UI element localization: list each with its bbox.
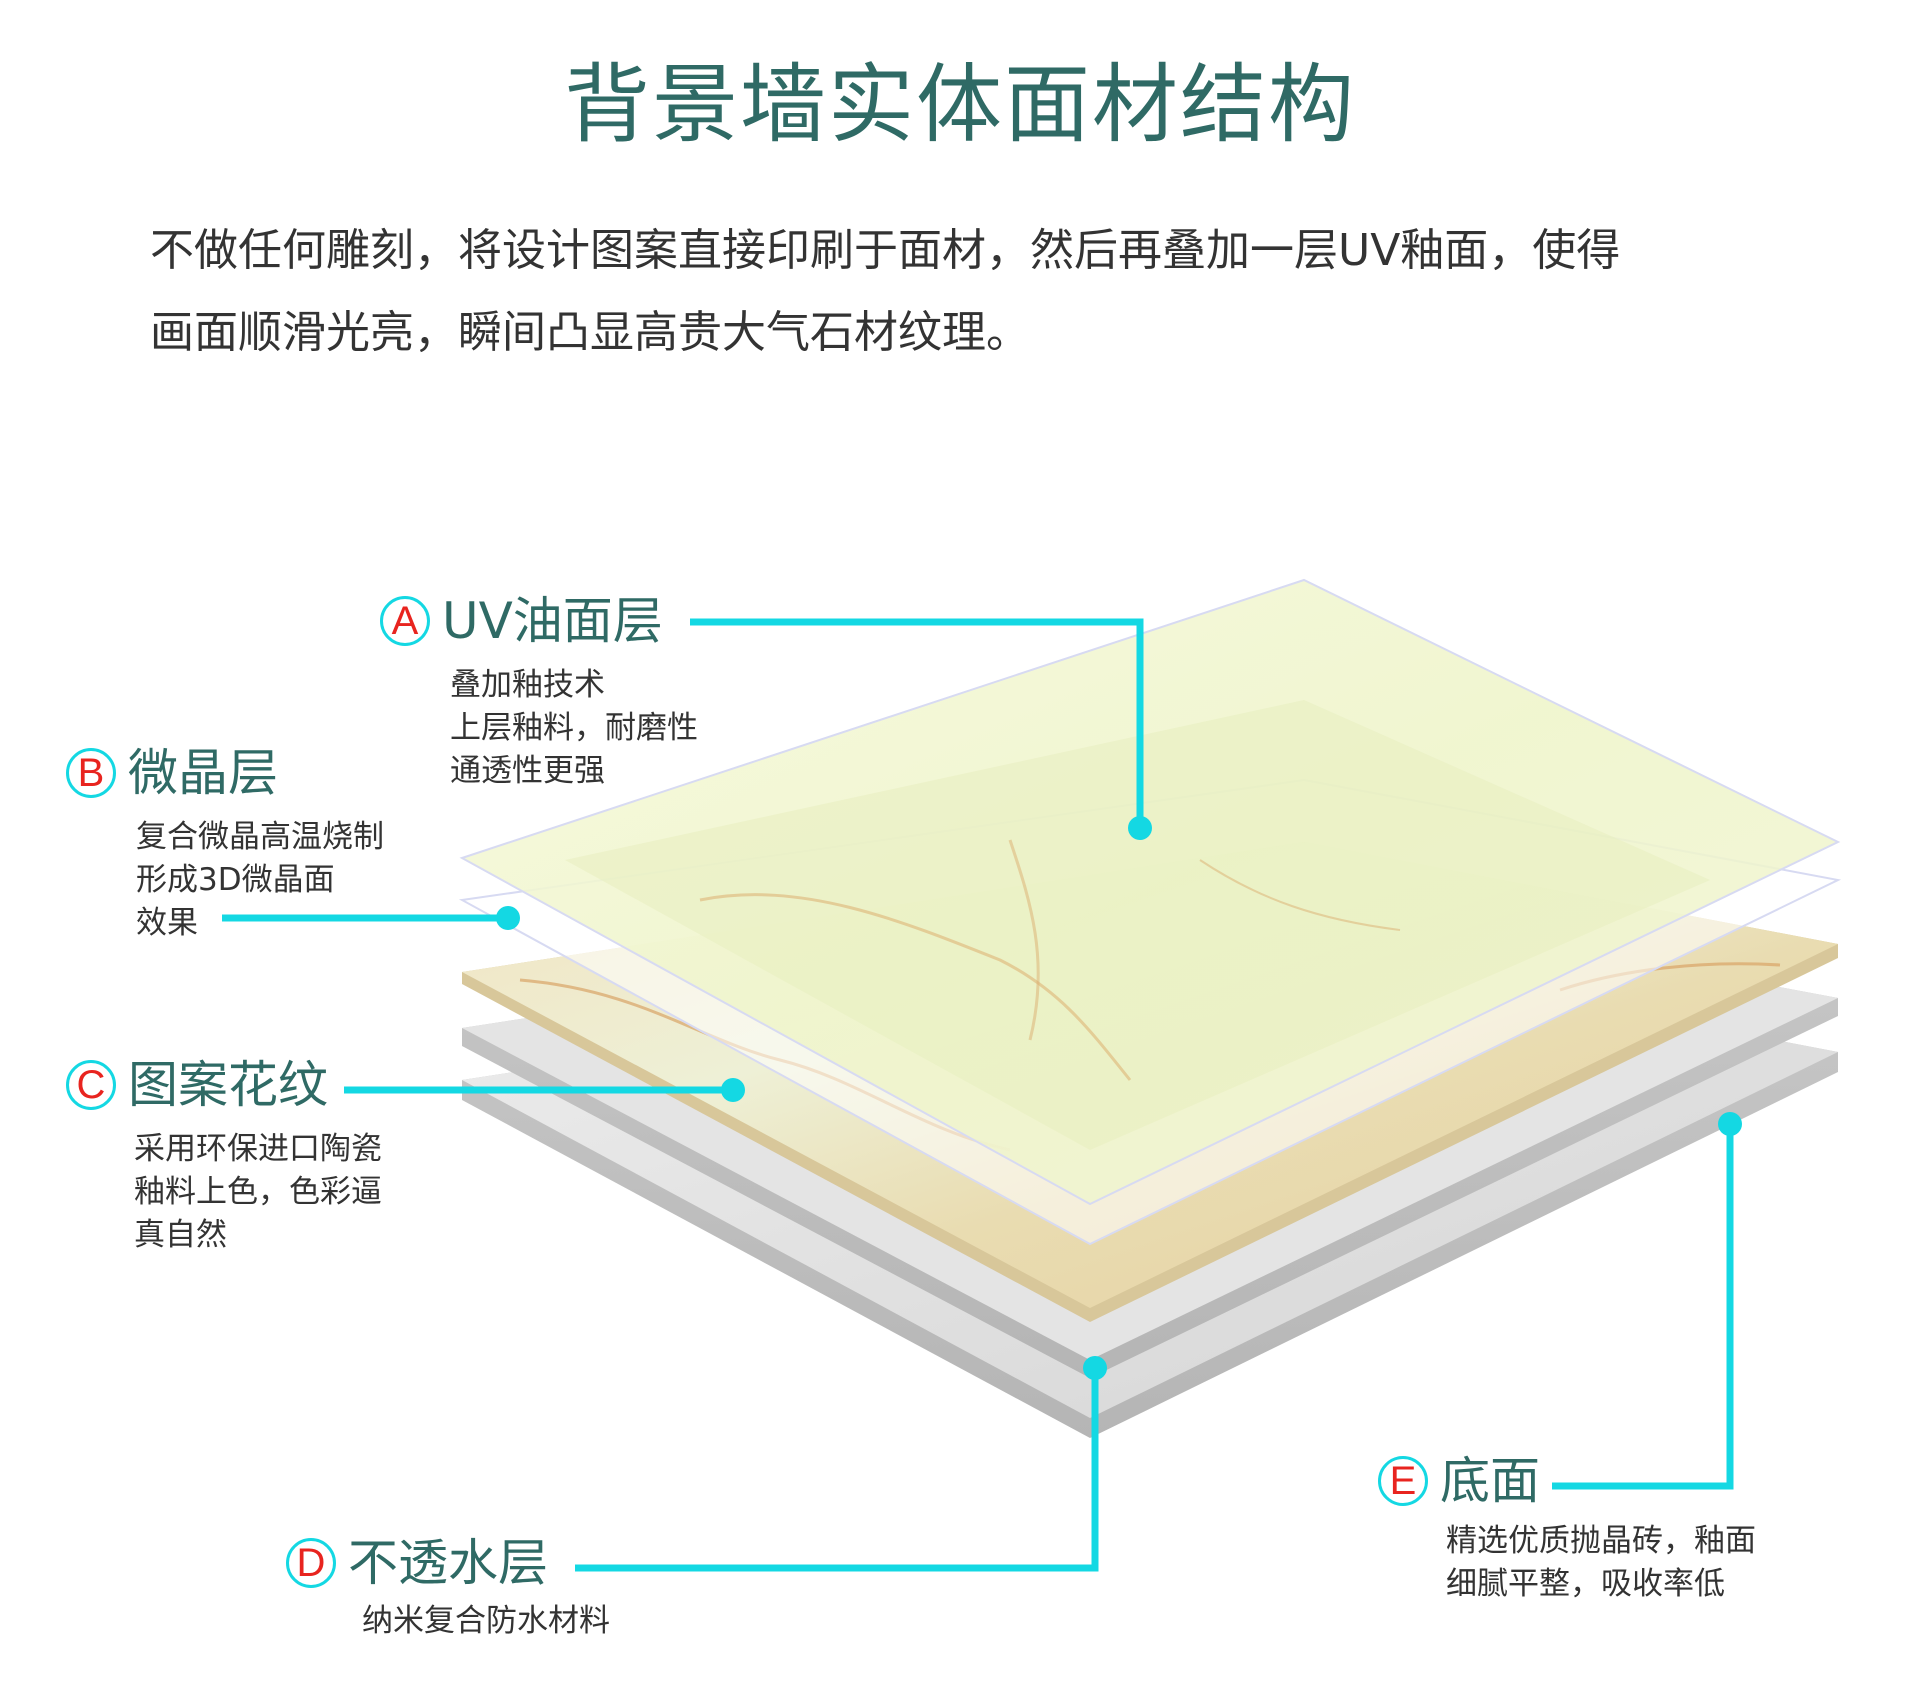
badge-d: D — [286, 1538, 336, 1588]
callout-a: A UV油面层 叠加釉技术 上层釉料，耐磨性 通透性更强 — [380, 596, 698, 793]
callout-c: C 图案花纹 采用环保进口陶瓷 釉料上色，色彩逼 真自然 — [66, 1060, 382, 1257]
layer-e-title: 底面 — [1440, 1452, 1540, 1510]
callout-e: E 底面 精选优质抛晶砖，釉面 细腻平整，吸收率低 — [1378, 1456, 1756, 1606]
layer-d-desc-line: 纳米复合防水材料 — [362, 1603, 610, 1639]
layer-a-title: UV油面层 — [442, 592, 663, 650]
layer-d-title: 不透水层 — [348, 1534, 548, 1592]
layer-b-desc-line: 形成3D微晶面 — [136, 862, 335, 898]
layer-a-desc-line: 上层釉料，耐磨性 — [450, 710, 698, 746]
layer-a-desc-line: 叠加釉技术 — [450, 667, 605, 703]
layer-a-desc-line: 通透性更强 — [450, 753, 605, 789]
leader-dot-c — [721, 1078, 745, 1102]
badge-b: B — [66, 748, 116, 798]
layer-c-desc-line: 真自然 — [134, 1217, 227, 1253]
layer-a-desc: 叠加釉技术 上层釉料，耐磨性 通透性更强 — [450, 664, 698, 793]
layer-b-desc-line: 效果 — [136, 905, 198, 941]
layer-b-title: 微晶层 — [128, 744, 278, 802]
badge-e: E — [1378, 1456, 1428, 1506]
layer-a-uv — [459, 578, 1841, 1206]
layer-b-desc-line: 复合微晶高温烧制 — [136, 819, 384, 855]
leader-dot-a — [1128, 816, 1152, 840]
intro-line-1: 不做任何雕刻，将设计图案直接印刷于面材，然后再叠加一层UV釉面，使得 — [150, 225, 1621, 276]
leader-line-d — [575, 1368, 1099, 1572]
layer-b-desc: 复合微晶高温烧制 形成3D微晶面 效果 — [136, 816, 384, 945]
layer-e-desc: 精选优质抛晶砖，釉面 细腻平整，吸收率低 — [1446, 1520, 1756, 1606]
intro-line-2: 画面顺滑光亮，瞬间凸显高贵大气石材纹理。 — [150, 307, 1030, 358]
layer-e-desc-line: 细腻平整，吸收率低 — [1446, 1566, 1725, 1602]
layer-c-desc: 采用环保进口陶瓷 釉料上色，色彩逼 真自然 — [134, 1128, 382, 1257]
leader-dot-d — [1083, 1356, 1107, 1380]
leader-line-a — [690, 618, 1144, 828]
badge-a: A — [380, 596, 430, 646]
leader-dot-e — [1718, 1112, 1742, 1136]
layer-d-desc: 纳米复合防水材料 — [362, 1600, 610, 1643]
leader-line-e — [1552, 1124, 1734, 1490]
leader-dot-b — [496, 906, 520, 930]
layer-c-desc-line: 釉料上色，色彩逼 — [134, 1174, 382, 1210]
page-title: 背景墙实体面材结构 — [564, 55, 1356, 155]
callout-b: B 微晶层 复合微晶高温烧制 形成3D微晶面 效果 — [66, 748, 384, 945]
layer-c-desc-line: 采用环保进口陶瓷 — [134, 1131, 382, 1167]
layer-e-desc-line: 精选优质抛晶砖，釉面 — [1446, 1523, 1756, 1559]
badge-c: C — [66, 1060, 116, 1110]
layer-c-title: 图案花纹 — [128, 1056, 328, 1114]
intro-paragraph: 不做任何雕刻，将设计图案直接印刷于面材，然后再叠加一层UV釉面，使得 画面顺滑光… — [150, 210, 1810, 374]
callout-d: D 不透水层 纳米复合防水材料 — [286, 1538, 610, 1643]
